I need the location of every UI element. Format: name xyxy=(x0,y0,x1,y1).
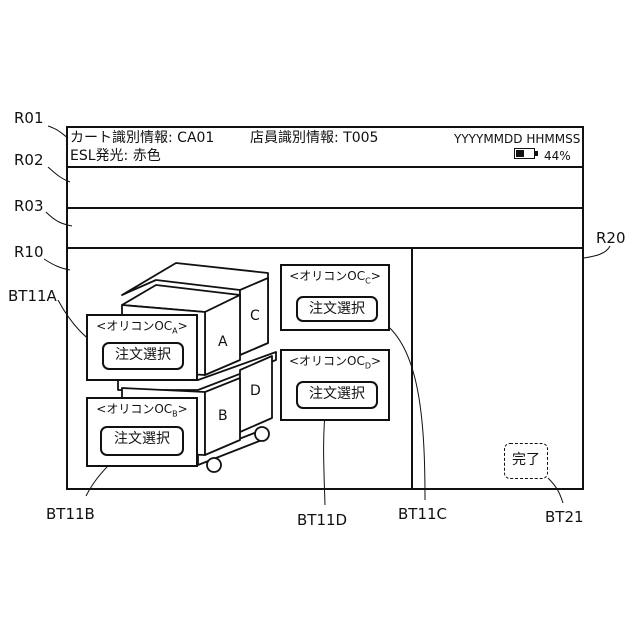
divider-r03-r10 xyxy=(66,247,584,249)
order-select-button-b[interactable]: 注文選択 xyxy=(100,426,184,456)
esl-info: ESL発光: 赤色 xyxy=(70,148,161,164)
container-title-prefix: <オリコンOC xyxy=(289,269,365,283)
container-panel-a: <オリコンOCA> 注文選択 xyxy=(86,314,198,381)
container-panel-b: <オリコンOCB> 注文選択 xyxy=(86,397,198,467)
callout-r01: R01 xyxy=(14,110,44,126)
cart-id-info: カート識別情報: CA01 xyxy=(70,130,214,146)
box-label-a: A xyxy=(218,334,228,350)
cart-id-value: CA01 xyxy=(177,130,214,146)
datetime: YYYYMMDD HHMMSS xyxy=(454,131,580,147)
done-button[interactable]: 完了 xyxy=(504,443,548,479)
callout-r10: R10 xyxy=(14,244,44,260)
container-title-b: <オリコンOCB> xyxy=(88,402,196,421)
order-select-button-d[interactable]: 注文選択 xyxy=(296,381,378,409)
container-panel-d: <オリコンOCD> 注文選択 xyxy=(280,349,390,421)
container-title-prefix: <オリコンOC xyxy=(289,354,365,368)
container-title-suffix: > xyxy=(178,402,188,416)
callout-r02: R02 xyxy=(14,152,44,168)
container-title-prefix: <オリコンOC xyxy=(96,319,172,333)
callout-bt11d: BT11D xyxy=(297,512,347,528)
esl-value: 赤色 xyxy=(133,148,161,164)
staff-id-label: 店員識別情報 xyxy=(250,130,334,146)
battery-icon xyxy=(514,148,535,159)
divider-r10-r20 xyxy=(411,247,413,490)
callout-r20: R20 xyxy=(596,230,626,246)
leader-r20 xyxy=(584,246,610,258)
container-title-suffix: > xyxy=(371,354,381,368)
box-label-b: B xyxy=(218,408,228,424)
container-title-suffix: > xyxy=(178,319,188,333)
leader-r01 xyxy=(48,126,68,138)
cart-id-label: カート識別情報 xyxy=(70,130,168,146)
callout-bt11a: BT11A xyxy=(8,288,57,304)
staff-id-info: 店員識別情報: T005 xyxy=(250,130,378,146)
battery-level-fill xyxy=(516,150,524,157)
container-title-prefix: <オリコンOC xyxy=(96,402,172,416)
battery-tip-icon xyxy=(535,151,538,156)
esl-label: ESL発光 xyxy=(70,148,124,164)
order-select-button-c[interactable]: 注文選択 xyxy=(296,296,378,322)
callout-bt11c: BT11C xyxy=(398,506,447,522)
box-label-d: D xyxy=(250,383,261,399)
order-select-button-a[interactable]: 注文選択 xyxy=(102,342,184,370)
container-title-a: <オリコンOCA> xyxy=(88,319,196,338)
divider-r01-r02 xyxy=(66,166,584,168)
container-title-suffix: > xyxy=(371,269,381,283)
battery-percent: 44% xyxy=(544,148,571,164)
callout-r03: R03 xyxy=(14,198,44,214)
divider-r02-r03 xyxy=(66,207,584,209)
box-label-c: C xyxy=(250,308,260,324)
container-title-c: <オリコンOCC> xyxy=(282,269,388,288)
container-title-d: <オリコンOCD> xyxy=(282,354,388,373)
container-panel-c: <オリコンOCC> 注文選択 xyxy=(280,264,390,331)
callout-bt21: BT21 xyxy=(545,509,584,525)
staff-id-value: T005 xyxy=(343,130,378,146)
callout-bt11b: BT11B xyxy=(46,506,95,522)
